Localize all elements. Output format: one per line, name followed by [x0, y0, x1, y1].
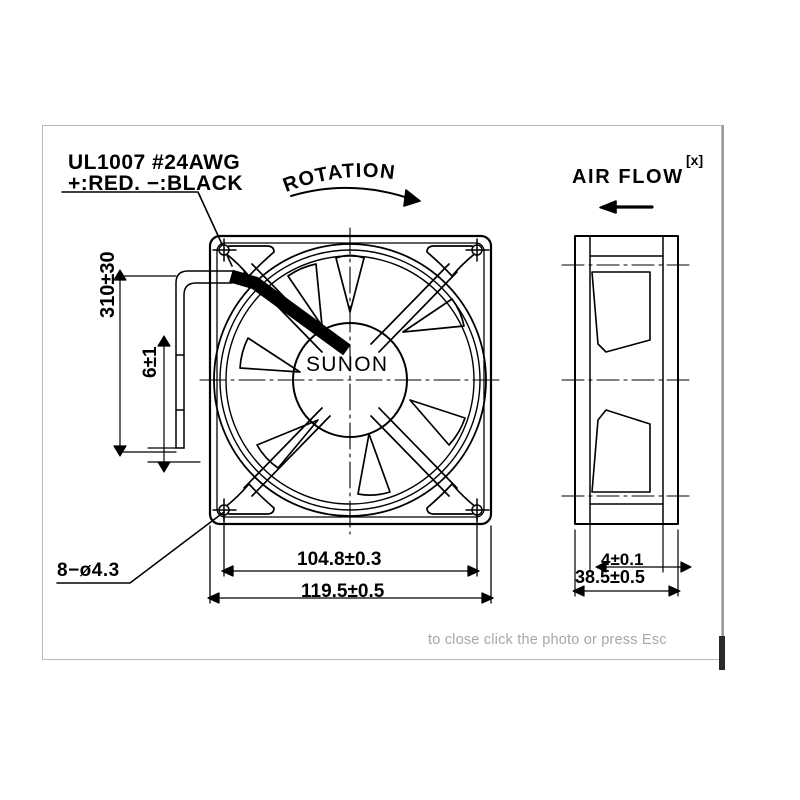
airflow-superscript: [x] — [686, 152, 704, 168]
dimension-frame-width: 119.5±0.5 — [301, 581, 385, 602]
rotation-label: ROTATION — [280, 160, 397, 197]
hole-callout: 8−ø4.3 — [57, 560, 120, 581]
dimension-frame-depth: 38.5±0.5 — [575, 567, 645, 587]
wire-spec-line2: +:RED. −:BLACK — [68, 172, 244, 195]
dimension-flange-thickness: 4±0.1 — [601, 550, 644, 569]
wire-spec-line1: UL1007 #24AWG — [68, 151, 241, 174]
dimension-wire-length: 310±30 — [97, 251, 119, 318]
page-scrollbar-thumb[interactable] — [719, 636, 725, 670]
dimension-hole-pitch: 104.8±0.3 — [297, 549, 382, 570]
svg-text:ROTATION: ROTATION — [280, 160, 397, 197]
page-scrollbar-track[interactable] — [722, 125, 724, 670]
dimension-wire-strip: 6±1 — [140, 346, 161, 378]
wire-spec-leader — [61, 191, 233, 267]
airflow-label: AIR FLOW — [572, 166, 684, 188]
hub-brand-logo: SUNON — [306, 353, 389, 376]
close-hint-text: to close click the photo or press Esc — [428, 632, 667, 648]
